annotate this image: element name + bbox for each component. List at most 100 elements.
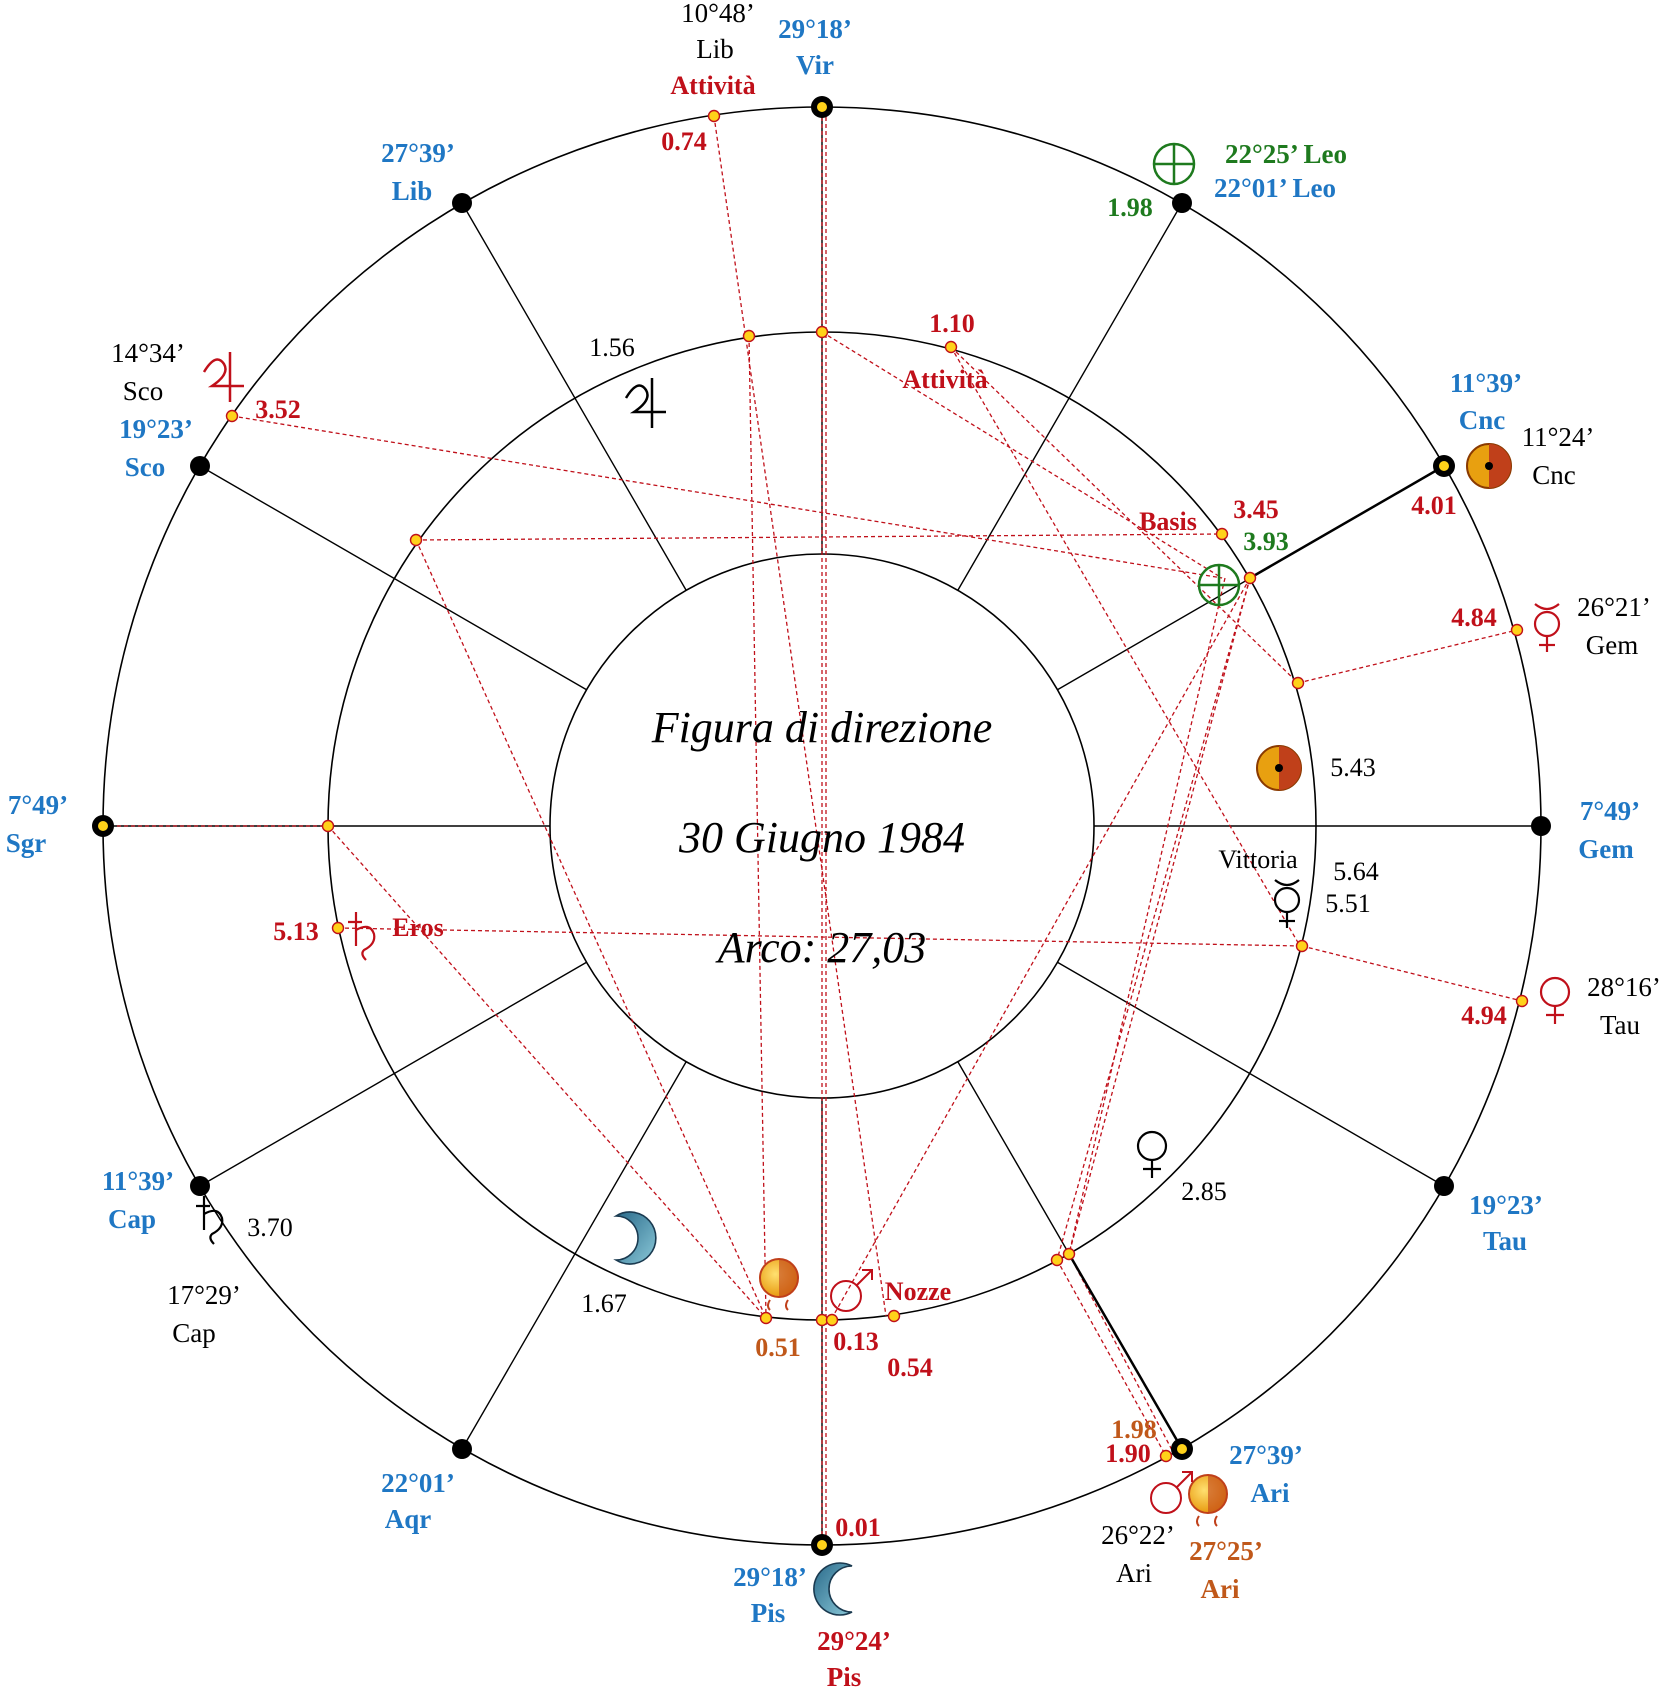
cusp-label-deg: 29°18’ bbox=[778, 14, 852, 44]
sun-icon bbox=[1256, 745, 1302, 791]
cusp-dot bbox=[1531, 816, 1551, 836]
aspect-line bbox=[1056, 577, 1251, 1261]
point-marker bbox=[887, 1309, 901, 1323]
mars-icon bbox=[830, 1269, 873, 1312]
cusp-label-sign: Vir bbox=[796, 50, 834, 80]
planet-label-deg: 26°21’ bbox=[1577, 592, 1651, 622]
jupiter-icon bbox=[202, 352, 244, 402]
cusp-label-deg: 29°18’ bbox=[733, 1562, 807, 1592]
aspect-line bbox=[831, 577, 1251, 1319]
node-icon bbox=[1188, 1474, 1228, 1527]
cusp-label-deg: 19°23’ bbox=[1469, 1190, 1543, 1220]
cusp-label-deg: 27°39’ bbox=[1229, 1440, 1303, 1470]
cusp-label-deg: 27°39’ bbox=[381, 138, 455, 168]
saturn-icon bbox=[196, 1196, 224, 1245]
aspect-line bbox=[1068, 1253, 1174, 1453]
cusp-label-sign: Sco bbox=[125, 452, 166, 482]
cusp-dot bbox=[452, 193, 472, 213]
attivita-inner-label: Attività bbox=[902, 365, 987, 394]
value-label: 1.10 bbox=[929, 309, 975, 338]
spoke-lib bbox=[461, 202, 687, 591]
value-label: 0.74 bbox=[661, 127, 707, 156]
planet-label-deg: 11°24’ bbox=[1522, 422, 1595, 452]
mercury-icon bbox=[1273, 879, 1301, 928]
basis-label: Basis bbox=[1139, 507, 1197, 536]
orange-labels: 0.51 1.98 bbox=[755, 1333, 1157, 1444]
value-label: 5.64 bbox=[1333, 857, 1379, 886]
black-values: 1.56 5.43 Vittoria 5.64 5.51 2.85 3.70 1… bbox=[247, 333, 1379, 1318]
saturn-icon bbox=[348, 912, 376, 961]
aspect-line bbox=[1297, 629, 1518, 684]
cusp-dot-mc-core bbox=[817, 102, 827, 112]
spoke-cap bbox=[199, 961, 588, 1187]
node-label-deg: 27°25’ bbox=[1189, 1536, 1263, 1566]
mars-icon bbox=[1150, 1471, 1193, 1514]
node-label-sign: Ari bbox=[1201, 1574, 1240, 1604]
colored-planet-labels: 22°25’ Leo 27°25’ Ari 29°24’ Pis bbox=[817, 139, 1347, 1690]
point-marker bbox=[707, 109, 721, 123]
venus-icon bbox=[1136, 1130, 1168, 1178]
value-label: 0.13 bbox=[833, 1327, 879, 1356]
earth-icon bbox=[1197, 563, 1241, 607]
cusp-label-sign: Gem bbox=[1578, 834, 1634, 864]
point-marker bbox=[1159, 1449, 1173, 1463]
moon-icon bbox=[813, 1562, 853, 1616]
planet-label-sign: Sco bbox=[123, 376, 164, 406]
earth-icon bbox=[1152, 142, 1196, 186]
aspect-line bbox=[713, 115, 887, 1317]
cusp-label-sign: Pis bbox=[751, 1598, 786, 1628]
nozze-label: Nozze bbox=[885, 1277, 951, 1306]
value-label: 1.98 bbox=[1107, 193, 1153, 222]
point-marker bbox=[409, 533, 423, 547]
aspect-line bbox=[415, 539, 767, 1319]
aspect-line bbox=[1301, 945, 1523, 1002]
aspect-line bbox=[1056, 1259, 1167, 1457]
aspect-line bbox=[1068, 577, 1251, 1255]
planet-label-sign: Gem bbox=[1586, 630, 1638, 660]
value-label: 1.67 bbox=[581, 1289, 627, 1318]
cusp-dot bbox=[190, 1176, 210, 1196]
aspect-line bbox=[415, 533, 1223, 541]
red-labels: Attività 0.74 1.10 Attività 3.52 Basis 3… bbox=[255, 71, 1507, 1542]
value-label: 5.51 bbox=[1325, 889, 1371, 918]
point-marker bbox=[331, 921, 345, 935]
vittoria-label: Vittoria bbox=[1218, 845, 1298, 874]
jupiter-icon bbox=[624, 378, 666, 428]
moon-icon bbox=[613, 1211, 657, 1265]
cusp-dot-sgr-core bbox=[98, 821, 108, 831]
spoke-tau bbox=[1056, 961, 1445, 1187]
value-label: 3.93 bbox=[1243, 527, 1289, 556]
cusp-dots bbox=[190, 193, 1551, 1459]
green-labels: 1.98 3.93 bbox=[1107, 193, 1289, 556]
point-marker bbox=[1515, 994, 1529, 1008]
aspect-line bbox=[748, 335, 767, 1319]
point-marker bbox=[1291, 676, 1305, 690]
cusp-label-sign: Cap bbox=[108, 1204, 156, 1234]
mercury-icon bbox=[1533, 603, 1561, 652]
cusp-dot bbox=[1434, 1176, 1454, 1196]
value-label: 4.01 bbox=[1411, 491, 1457, 520]
point-marker bbox=[815, 325, 829, 339]
point-marker bbox=[759, 1311, 773, 1325]
cusp-label-sign: Tau bbox=[1483, 1226, 1527, 1256]
spoke-aqr bbox=[461, 1061, 687, 1450]
point-marker bbox=[944, 340, 958, 354]
value-label: 0.51 bbox=[755, 1333, 801, 1362]
value-label: 0.54 bbox=[887, 1353, 933, 1382]
cusp-label-sign: Sgr bbox=[6, 828, 47, 858]
cusp-label-deg: 22°01’ bbox=[381, 1468, 455, 1498]
cnc-spoke-highlight bbox=[1249, 464, 1445, 580]
venus-icon bbox=[1539, 976, 1571, 1024]
planet-label-deg: 28°16’ bbox=[1587, 972, 1661, 1002]
planet-label-sign: Cap bbox=[172, 1318, 216, 1348]
planet-label-sign: Lib bbox=[696, 34, 734, 64]
aspect-lines bbox=[103, 110, 1523, 1545]
cusp-dot-ic-core bbox=[817, 1540, 827, 1550]
cusp-dot bbox=[1172, 193, 1192, 213]
aspect-line bbox=[327, 825, 767, 1319]
planet-labels: 10°48’ Lib 14°34’ Sco 11°24’ Cnc 26°21’ … bbox=[111, 0, 1661, 1588]
value-label: 4.84 bbox=[1451, 603, 1497, 632]
title-line1: Figura di direzione bbox=[651, 703, 993, 752]
point-marker bbox=[1243, 571, 1257, 585]
